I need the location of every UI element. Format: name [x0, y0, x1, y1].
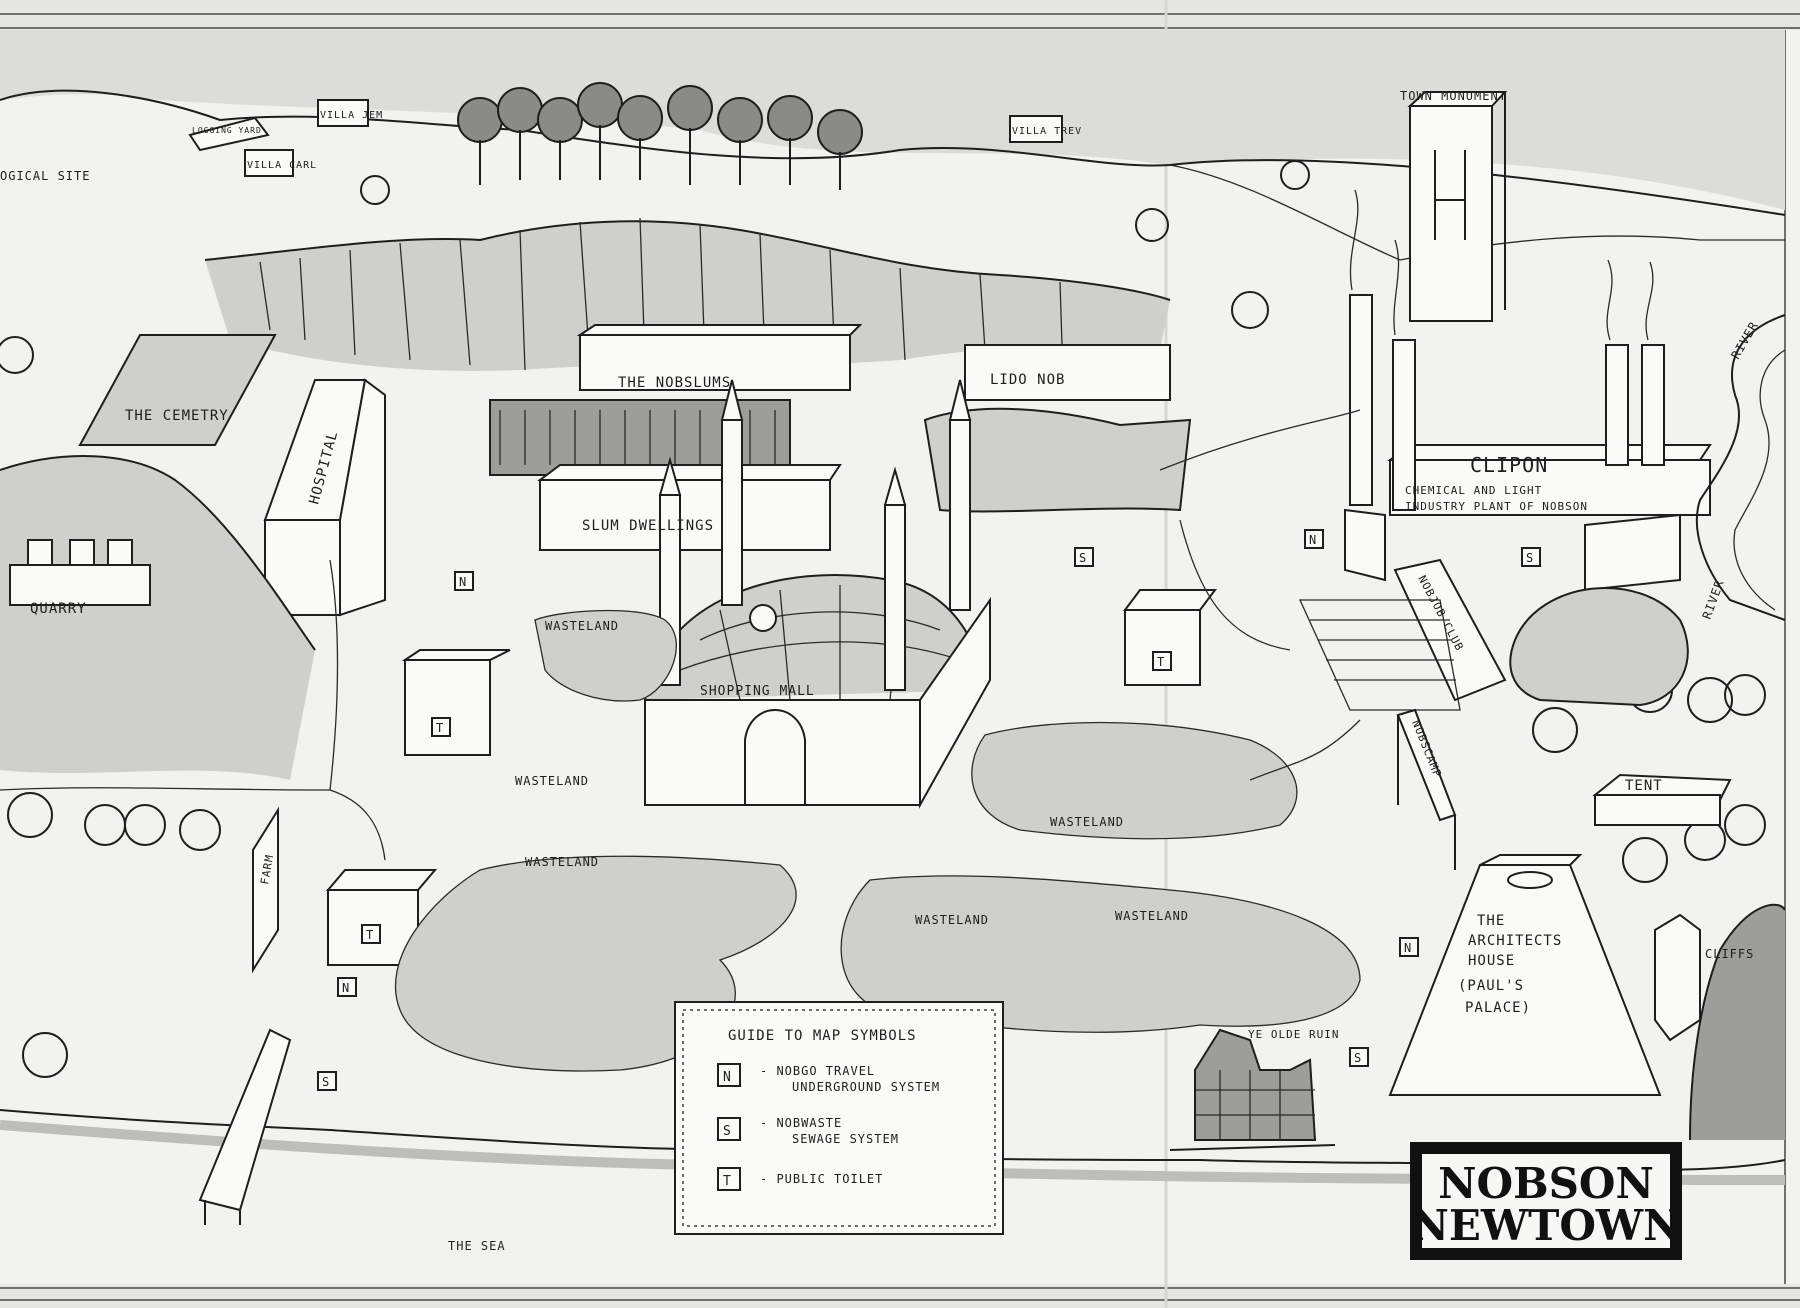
svg-text:N: N — [1309, 533, 1317, 547]
label-wasteland-6: WASTELAND — [1115, 909, 1189, 923]
label-the-sea: THE SEA — [448, 1239, 506, 1253]
label-nob-slums: THE NOBSLUMS — [618, 375, 731, 391]
forest — [0, 82, 1766, 1078]
svg-text:S: S — [1526, 551, 1534, 565]
ye-olde-ruin — [1169, 1028, 1336, 1151]
label-slum-dwellings: SLUM DWELLINGS — [582, 518, 714, 534]
svg-text:N: N — [1404, 941, 1412, 955]
toilet-icon-glyph: T — [723, 1174, 732, 1189]
kiosks — [325, 589, 1217, 966]
svg-text:S: S — [322, 1075, 330, 1089]
label-wasteland-4: WASTELAND — [525, 855, 599, 869]
svg-text:S: S — [1079, 551, 1087, 565]
legend-item-underground-line2: UNDERGROUND SYSTEM — [792, 1080, 940, 1094]
label-archaeological-site: OGICAL SITE — [0, 169, 90, 183]
label-lido-nob: LIDO NOB — [990, 372, 1065, 388]
label-clipon-sub1: CHEMICAL AND LIGHT — [1405, 484, 1542, 497]
underground-icon — [717, 1063, 741, 1087]
label-shopping-mall: SHOPPING MALL — [700, 684, 815, 699]
label-river-top: RIVER — [1728, 319, 1761, 362]
label-cliffs: CLIFFS — [1705, 947, 1754, 961]
cliff-band — [204, 217, 1171, 371]
title-line2: NEWTOWN — [1411, 1201, 1682, 1250]
label-cemetery: THE CEMETRY — [125, 408, 229, 424]
lido-nob — [923, 344, 1192, 513]
toilet-icon — [717, 1167, 741, 1191]
label-wasteland-1: WASTELAND — [545, 619, 619, 633]
label-villa-carl: VILLA CARL — [247, 160, 317, 171]
label-villa-jem: VILLA JEM — [320, 110, 383, 121]
label-architects-house-5: PALACE) — [1465, 1000, 1531, 1016]
shopping-mall — [644, 379, 991, 809]
label-river-mid: RIVER — [1700, 578, 1727, 621]
label-wasteland-5: WASTELAND — [915, 913, 989, 927]
label-tent: TENT — [1625, 778, 1663, 794]
roads — [0, 409, 1361, 861]
svg-text:T: T — [366, 928, 374, 942]
label-architects-house-2: ARCHITECTS — [1468, 933, 1562, 949]
scattered-symbols: N N N N S S S S T T T — [317, 529, 1541, 1091]
svg-text:T: T — [1157, 655, 1165, 669]
title-line1: NOBSON — [1438, 1159, 1654, 1208]
label-architects-house-1: THE — [1477, 913, 1505, 929]
label-wasteland-3: WASTELAND — [1050, 815, 1124, 829]
river — [1695, 314, 1786, 621]
hills — [0, 30, 1786, 261]
svg-text:T: T — [436, 721, 444, 735]
svg-text:N: N — [342, 981, 350, 995]
label-architects-house-3: HOUSE — [1468, 953, 1515, 969]
map-title: NOBSON NEWTOWN — [1410, 1142, 1682, 1260]
hospital-building — [263, 378, 386, 617]
legend-item-toilet-line1: - PUBLIC TOILET — [760, 1172, 883, 1186]
legend-item-underground-line1: - NOBGO TRAVEL — [760, 1064, 875, 1078]
label-quarry: QUARRY — [30, 601, 87, 617]
map-legend: GUIDE TO MAP SYMBOLS N - NOBGO TRAVEL UN… — [674, 1001, 1004, 1235]
town-monument — [1407, 91, 1508, 322]
legend-item-sewage-line2: SEWAGE SYSTEM — [792, 1132, 899, 1146]
label-clipon-sub2: INDUSTRY PLANT OF NOBSON — [1405, 500, 1588, 513]
nobscamp — [1396, 708, 1732, 870]
architects-house — [1388, 854, 1662, 1096]
svg-text:N: N — [459, 575, 467, 589]
label-clipon: CLIPON — [1470, 453, 1548, 477]
quarry — [0, 455, 316, 780]
label-logging-yard: LOGGING YARD — [192, 126, 262, 135]
mall-minarets — [658, 379, 972, 691]
label-wasteland-2: WASTELAND — [515, 774, 589, 788]
label-villa-trev: VILLA TREV — [1012, 126, 1082, 137]
label-farm: FARM — [258, 853, 276, 885]
legend-item-sewage-line1: - NOBWASTE — [760, 1116, 842, 1130]
legend-title: GUIDE TO MAP SYMBOLS — [728, 1028, 917, 1044]
label-architects-house-4: (PAUL'S — [1458, 978, 1524, 994]
cliffs — [1654, 903, 1786, 1141]
cemetery — [78, 334, 277, 446]
clipon-plant — [1344, 189, 1712, 592]
farm-gate — [252, 806, 279, 974]
label-town-monument: TOWN MONUMENT — [1400, 89, 1507, 103]
underground-icon-glyph: N — [723, 1070, 732, 1085]
sewage-icon — [717, 1117, 741, 1141]
sewage-icon-glyph: S — [723, 1124, 732, 1139]
label-ye-olde-ruin: YE OLDE RUIN — [1248, 1028, 1339, 1041]
svg-text:S: S — [1354, 1051, 1362, 1065]
villas — [188, 99, 1063, 177]
nobjob-club — [1298, 558, 1689, 711]
